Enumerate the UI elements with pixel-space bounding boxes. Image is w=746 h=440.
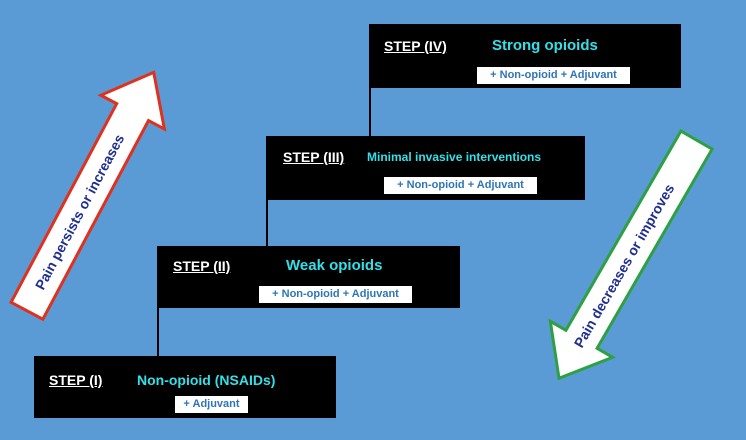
step-4-title: Strong opioids [492,37,598,54]
step-2-label: STEP (II) [173,258,231,274]
step-4-label: STEP (IV) [384,38,447,54]
up-arrow: Pain persists or increases [9,70,167,322]
down-arrow: Pain decreases or improves [548,129,715,381]
connector-step1-step2 [157,282,159,358]
step-1-label: STEP (I) [49,372,103,388]
step-3-label: STEP (III) [283,149,345,165]
connector-step2-step3 [266,193,268,246]
step-1-box: STEP (I) Non-opioid (NSAIDs) + Adjuvant [34,356,336,418]
step-4-note: + Non-opioid + Adjuvant [477,67,630,84]
step-3-box: STEP (III) Minimal invasive intervention… [266,136,585,200]
down-arrow-label: Pain decreases or improves [571,181,678,350]
step-4-box: STEP (IV) Strong opioids + Non-opioid + … [369,24,681,88]
up-arrow-label: Pain persists or increases [32,131,128,292]
connector-step3-step4 [369,88,371,136]
step-3-note: + Non-opioid + Adjuvant [384,177,537,194]
step-2-box: STEP (II) Weak opioids + Non-opioid + Ad… [157,246,460,308]
step-3-title: Minimal invasive interventions [367,150,542,164]
step-1-title: Non-opioid (NSAIDs) [137,372,276,388]
step-2-note: + Non-opioid + Adjuvant [259,286,412,303]
step-1-note: + Adjuvant [175,396,248,413]
step-2-title: Weak opioids [286,257,383,274]
